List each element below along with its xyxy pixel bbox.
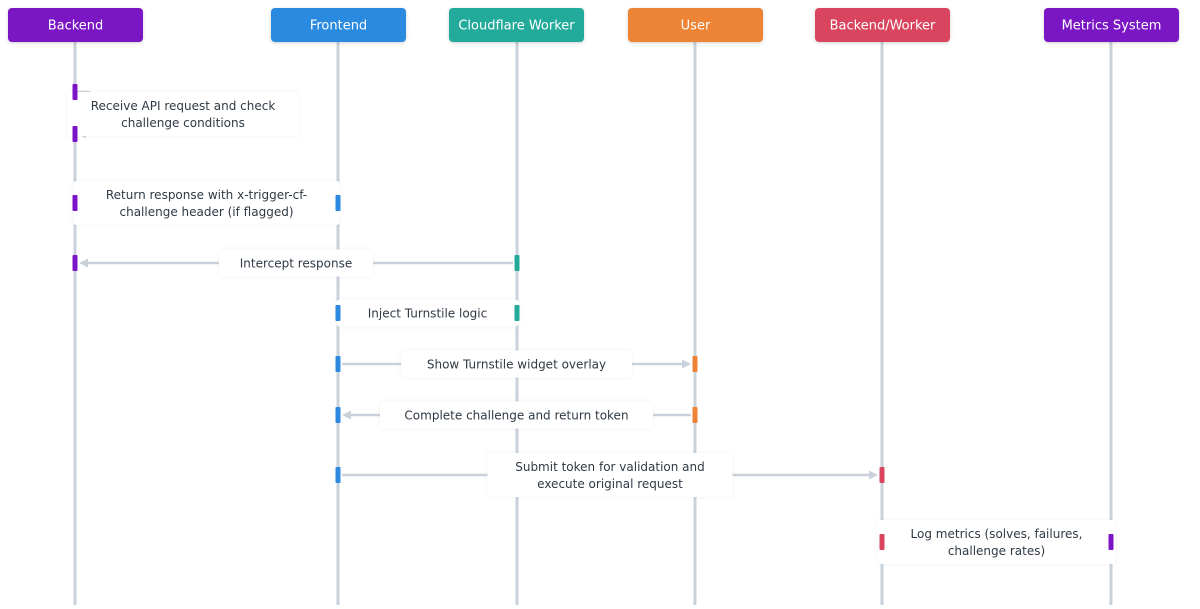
activation-bar-backend bbox=[72, 84, 78, 100]
activation-bar-backend-worker bbox=[879, 534, 885, 550]
message-label: challenge header (if flagged) bbox=[120, 205, 294, 219]
message-label: Return response with x-trigger-cf- bbox=[106, 188, 307, 202]
message-label: Log metrics (solves, failures, bbox=[911, 527, 1083, 541]
actor-box bbox=[449, 8, 584, 42]
actor-backend: Backend bbox=[8, 8, 143, 42]
activation-bar-metrics-system bbox=[1108, 534, 1114, 550]
message-label: challenge rates) bbox=[948, 544, 1045, 558]
message-label-bg bbox=[67, 92, 299, 136]
message-label: Complete challenge and return token bbox=[404, 409, 628, 423]
message-5: Show Turnstile widget overlay bbox=[342, 350, 691, 378]
message-label-bg bbox=[487, 453, 733, 497]
message-2: Return response with x-trigger-cf-challe… bbox=[73, 181, 340, 225]
message-1: Receive API request and check challenge c… bbox=[67, 90, 299, 139]
message-label: challenge conditions bbox=[121, 116, 245, 130]
message-7: Submit token for validation and execute o… bbox=[342, 453, 878, 497]
arrow-head bbox=[682, 359, 691, 369]
activation-bar-frontend bbox=[335, 195, 341, 211]
activation-bar-backend bbox=[72, 255, 78, 271]
message-label: Submit token for validation and bbox=[515, 460, 705, 474]
message-label: Receive API request and check bbox=[91, 99, 276, 113]
activation-bar-frontend bbox=[335, 407, 341, 423]
activation-bar-backend bbox=[72, 126, 78, 142]
message-6: Complete challenge and return token bbox=[342, 401, 691, 429]
message-3: Intercept response bbox=[79, 249, 513, 277]
arrow-head bbox=[342, 410, 351, 420]
message-label-bg bbox=[336, 299, 519, 327]
actor-box bbox=[628, 8, 763, 42]
arrow-head bbox=[79, 258, 88, 268]
activation-bar-cloudflare-worker bbox=[514, 305, 520, 321]
activation-bar-frontend bbox=[335, 356, 341, 372]
actor-metrics-system: Metrics System bbox=[1044, 8, 1179, 42]
actor-label: User bbox=[681, 19, 711, 34]
message-label-bg bbox=[401, 350, 632, 378]
actor-user: User bbox=[628, 8, 763, 42]
message-label-bg bbox=[219, 249, 373, 277]
activation-bar-backend-worker bbox=[879, 467, 885, 483]
message-label: Inject Turnstile logic bbox=[368, 307, 487, 321]
arrow-head bbox=[869, 470, 878, 480]
message-8: Log metrics (solves, failures, challenge … bbox=[877, 520, 1116, 564]
message-4: Inject Turnstile logic bbox=[336, 299, 519, 327]
message-label: execute original request bbox=[537, 477, 683, 491]
actor-box bbox=[271, 8, 406, 42]
activation-bar-frontend bbox=[335, 467, 341, 483]
activation-bar-backend bbox=[72, 195, 78, 211]
actors: Backend Frontend Cloudflare Worker User Back… bbox=[8, 8, 1179, 42]
actor-label: Backend bbox=[48, 19, 104, 34]
message-label: Intercept response bbox=[240, 257, 353, 271]
actor-cloudflare-worker: Cloudflare Worker bbox=[449, 8, 584, 42]
actor-box bbox=[8, 8, 143, 42]
activation-bar-cloudflare-worker bbox=[514, 255, 520, 271]
actor-label: Cloudflare Worker bbox=[458, 19, 575, 34]
activation-bars bbox=[72, 84, 1114, 550]
message-label-bg bbox=[380, 401, 653, 429]
activation-bar-frontend bbox=[335, 305, 341, 321]
message-label: Show Turnstile widget overlay bbox=[427, 358, 606, 372]
actor-box bbox=[1044, 8, 1179, 42]
messages: Receive API request and check challenge c… bbox=[67, 90, 1116, 564]
actor-box bbox=[815, 8, 950, 42]
actor-label: Frontend bbox=[310, 19, 367, 34]
actor-label: Metrics System bbox=[1062, 19, 1162, 34]
message-label-bg bbox=[877, 520, 1116, 564]
actor-frontend: Frontend bbox=[271, 8, 406, 42]
actor-label: Backend/Worker bbox=[830, 19, 936, 34]
activation-bar-user bbox=[692, 356, 698, 372]
activation-bar-user bbox=[692, 407, 698, 423]
message-label-bg bbox=[73, 181, 340, 225]
actor-backend-worker: Backend/Worker bbox=[815, 8, 950, 42]
